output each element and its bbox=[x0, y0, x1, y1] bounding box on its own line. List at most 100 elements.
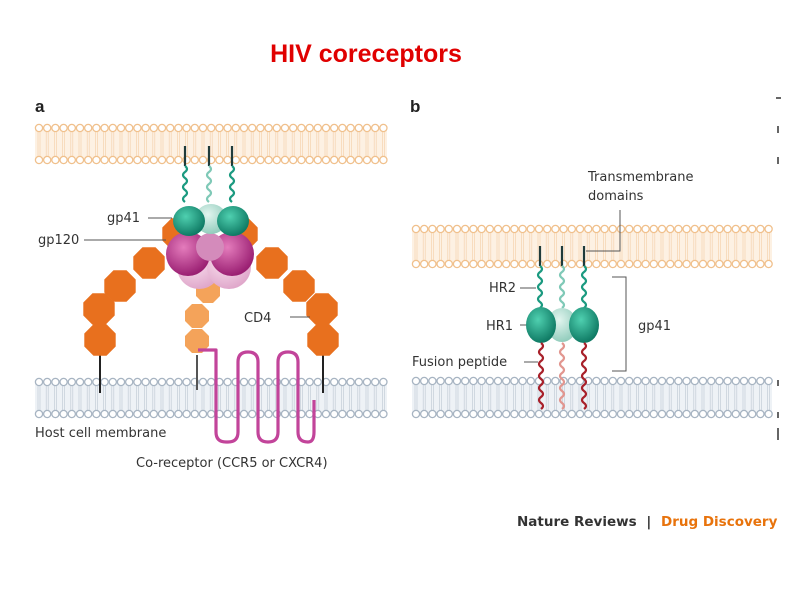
lipid-bead bbox=[215, 123, 224, 133]
credit-section: Drug Discovery bbox=[661, 514, 778, 530]
transmembrane-leader bbox=[586, 210, 621, 252]
lipid-bead bbox=[715, 409, 724, 419]
lipid-bead bbox=[592, 409, 601, 419]
lipid-bead bbox=[149, 377, 159, 387]
lipid-bead bbox=[419, 224, 429, 234]
lipid-bead bbox=[83, 155, 93, 165]
lipid-bead bbox=[51, 155, 60, 165]
lipid-bead bbox=[526, 409, 536, 419]
lipid-bead bbox=[551, 224, 560, 234]
lipid-bead bbox=[600, 376, 609, 386]
cd4-domain bbox=[84, 324, 116, 356]
lipid-bead bbox=[346, 123, 355, 133]
lipid-bead bbox=[518, 409, 527, 419]
lipid-bead bbox=[665, 409, 675, 419]
lipid-bead bbox=[706, 376, 716, 386]
lipid-bead bbox=[354, 409, 364, 419]
lipid-bead bbox=[551, 409, 560, 419]
lipid-bead bbox=[633, 259, 642, 269]
lipid-bead bbox=[116, 155, 126, 165]
lipid-bead bbox=[682, 224, 691, 234]
lipid-bead bbox=[321, 155, 331, 165]
lipid-bead bbox=[264, 377, 273, 387]
lipid-bead bbox=[157, 123, 167, 133]
lipid-bead bbox=[256, 155, 265, 165]
lipid-bead bbox=[657, 376, 667, 386]
lipid-bead bbox=[313, 377, 323, 387]
hr2-helices bbox=[536, 265, 588, 309]
lipid-bead bbox=[223, 377, 232, 387]
lipid-bead bbox=[75, 155, 85, 165]
lipid-bead bbox=[198, 377, 208, 387]
lipid-bead bbox=[83, 409, 93, 419]
lipid-bead bbox=[723, 409, 732, 419]
lipid-bead bbox=[67, 123, 77, 133]
lipid-bead bbox=[34, 377, 44, 387]
lipid-bead bbox=[559, 224, 568, 234]
lipid-bead bbox=[493, 409, 503, 419]
lipid-bead bbox=[83, 377, 93, 387]
lipid-bead bbox=[493, 376, 503, 386]
lipid-bead bbox=[379, 155, 388, 165]
lipid-bead bbox=[444, 224, 454, 234]
lipid-bead bbox=[756, 224, 765, 234]
lipid-bead bbox=[452, 259, 462, 269]
lipid-bead bbox=[108, 377, 118, 387]
lipid-bead bbox=[116, 377, 126, 387]
lipid-bead bbox=[542, 259, 552, 269]
lipid-bead bbox=[657, 224, 667, 234]
lipid-bead bbox=[739, 376, 749, 386]
lipid-bead bbox=[411, 224, 421, 234]
lipid-bead bbox=[485, 376, 495, 386]
lipid-bead bbox=[608, 259, 618, 269]
lipid-bead bbox=[592, 376, 601, 386]
lipid-bead bbox=[469, 224, 478, 234]
lipid-bead bbox=[370, 155, 380, 165]
lipid-bead bbox=[428, 224, 437, 234]
lipid-bead bbox=[764, 376, 773, 386]
lipid-bead bbox=[362, 377, 372, 387]
lipid-bead bbox=[633, 409, 642, 419]
lipid-bead bbox=[747, 224, 757, 234]
lipid-bead bbox=[600, 224, 609, 234]
lipid-bead bbox=[346, 409, 355, 419]
lipid-bead bbox=[100, 377, 109, 387]
lipid-bead bbox=[444, 376, 454, 386]
lipid-bead bbox=[665, 224, 675, 234]
lipid-bead bbox=[247, 155, 257, 165]
lipid-bead bbox=[715, 376, 724, 386]
lipid-bead bbox=[641, 376, 650, 386]
lipid-bead bbox=[428, 409, 437, 419]
lipid-bead bbox=[297, 123, 306, 133]
lipid-bead bbox=[559, 409, 568, 419]
lipid-bead bbox=[354, 377, 364, 387]
lipid-bead bbox=[362, 409, 372, 419]
lipid-bead bbox=[67, 377, 77, 387]
lipid-bead bbox=[133, 409, 142, 419]
lipid-bead bbox=[731, 409, 741, 419]
lipid-bead bbox=[174, 377, 183, 387]
lipid-bead bbox=[182, 123, 191, 133]
lipid-bead bbox=[575, 409, 585, 419]
fusion-peptides bbox=[537, 342, 588, 410]
journal-credit: Nature Reviews | Drug Discovery bbox=[517, 514, 778, 530]
lipid-bead bbox=[501, 409, 511, 419]
cd4-domain bbox=[306, 293, 338, 325]
lipid-bead bbox=[313, 155, 323, 165]
lipid-bead bbox=[641, 224, 650, 234]
panel-a-letter: a bbox=[35, 97, 45, 116]
lipid-bead bbox=[174, 155, 183, 165]
lipid-bead bbox=[124, 377, 134, 387]
lipid-bead bbox=[370, 123, 380, 133]
lipid-bead bbox=[526, 224, 536, 234]
lipid-bead bbox=[141, 377, 150, 387]
lipid-bead bbox=[624, 224, 634, 234]
lipid-bead bbox=[67, 409, 77, 419]
cd4-label: CD4 bbox=[244, 311, 271, 326]
lipid-bead bbox=[739, 259, 749, 269]
lipid-bead bbox=[764, 259, 773, 269]
lipid-bead bbox=[354, 123, 364, 133]
lipid-bead bbox=[329, 155, 339, 165]
credit-separator: | bbox=[646, 514, 651, 530]
lipid-bead bbox=[715, 224, 724, 234]
